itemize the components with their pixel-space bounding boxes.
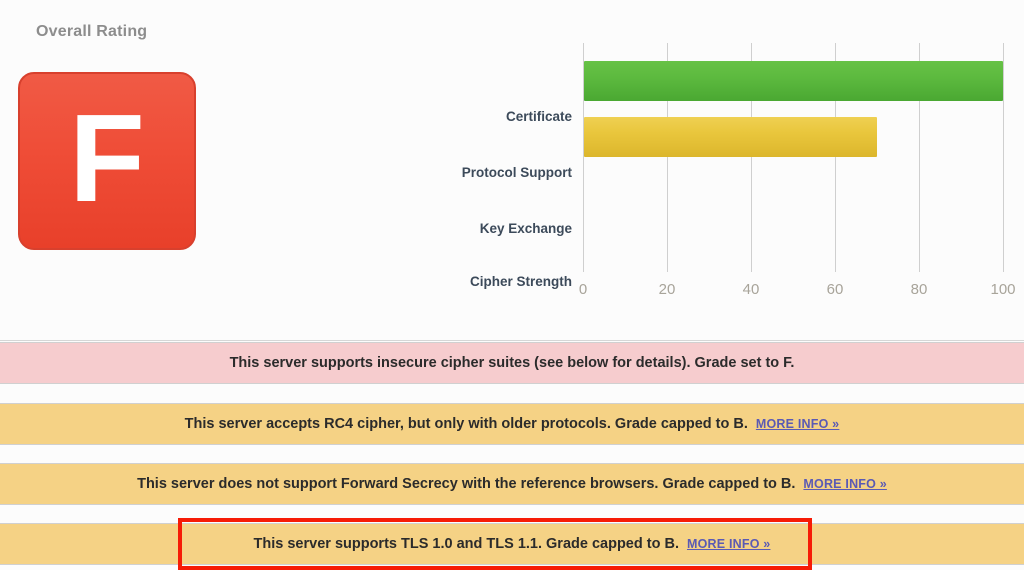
rating-breakdown-chart: Certificate Protocol Support Key Exchang… bbox=[420, 38, 1020, 303]
page-title: Overall Rating bbox=[36, 23, 148, 40]
gridline-80 bbox=[919, 43, 920, 272]
chart-category-label-certificate: Certificate bbox=[505, 109, 572, 124]
x-tick-20: 20 bbox=[658, 281, 676, 298]
bar-certificate bbox=[584, 61, 1003, 101]
x-tick-100: 100 bbox=[990, 281, 1016, 298]
chart-category-label-cipher-strength: Cipher Strength bbox=[469, 274, 572, 289]
warning-text: This server does not support Forward Sec… bbox=[137, 476, 796, 492]
gridline-0 bbox=[583, 43, 584, 272]
bar-protocol-support bbox=[584, 117, 877, 157]
warning-text: This server supports insecure cipher sui… bbox=[229, 355, 795, 371]
x-tick-60: 60 bbox=[826, 281, 844, 298]
gridline-40 bbox=[751, 43, 752, 272]
gridline-20 bbox=[667, 43, 668, 272]
x-tick-40: 40 bbox=[742, 281, 760, 298]
warning-row-forward-secrecy: This server does not support Forward Sec… bbox=[0, 463, 1024, 505]
x-tick-80: 80 bbox=[910, 281, 928, 298]
more-info-link[interactable]: MORE INFO » bbox=[755, 417, 840, 431]
warning-row-tls-versions: This server supports TLS 1.0 and TLS 1.1… bbox=[0, 523, 1024, 565]
grade-letter: F bbox=[69, 90, 145, 228]
grade-badge: F bbox=[18, 72, 196, 250]
chart-category-label-protocol-support: Protocol Support bbox=[461, 165, 572, 180]
warning-text: This server accepts RC4 cipher, but only… bbox=[184, 416, 748, 432]
chart-category-label-key-exchange: Key Exchange bbox=[479, 221, 572, 236]
more-info-link[interactable]: MORE INFO » bbox=[803, 477, 887, 491]
overall-rating-panel: Overall Rating F Certificate Protocol Su… bbox=[0, 23, 1024, 341]
more-info-link[interactable]: MORE INFO » bbox=[686, 537, 771, 551]
warning-text: This server supports TLS 1.0 and TLS 1.1… bbox=[253, 536, 679, 552]
chart-plot-area: 0 20 40 60 80 100 bbox=[579, 43, 1016, 298]
gridline-100 bbox=[1003, 43, 1004, 272]
x-tick-0: 0 bbox=[578, 281, 588, 298]
warning-row-rc4-cipher: This server accepts RC4 cipher, but only… bbox=[0, 403, 1024, 445]
warning-row-insecure-cipher-suites: This server supports insecure cipher sui… bbox=[0, 342, 1024, 384]
gridline-60 bbox=[835, 43, 836, 272]
